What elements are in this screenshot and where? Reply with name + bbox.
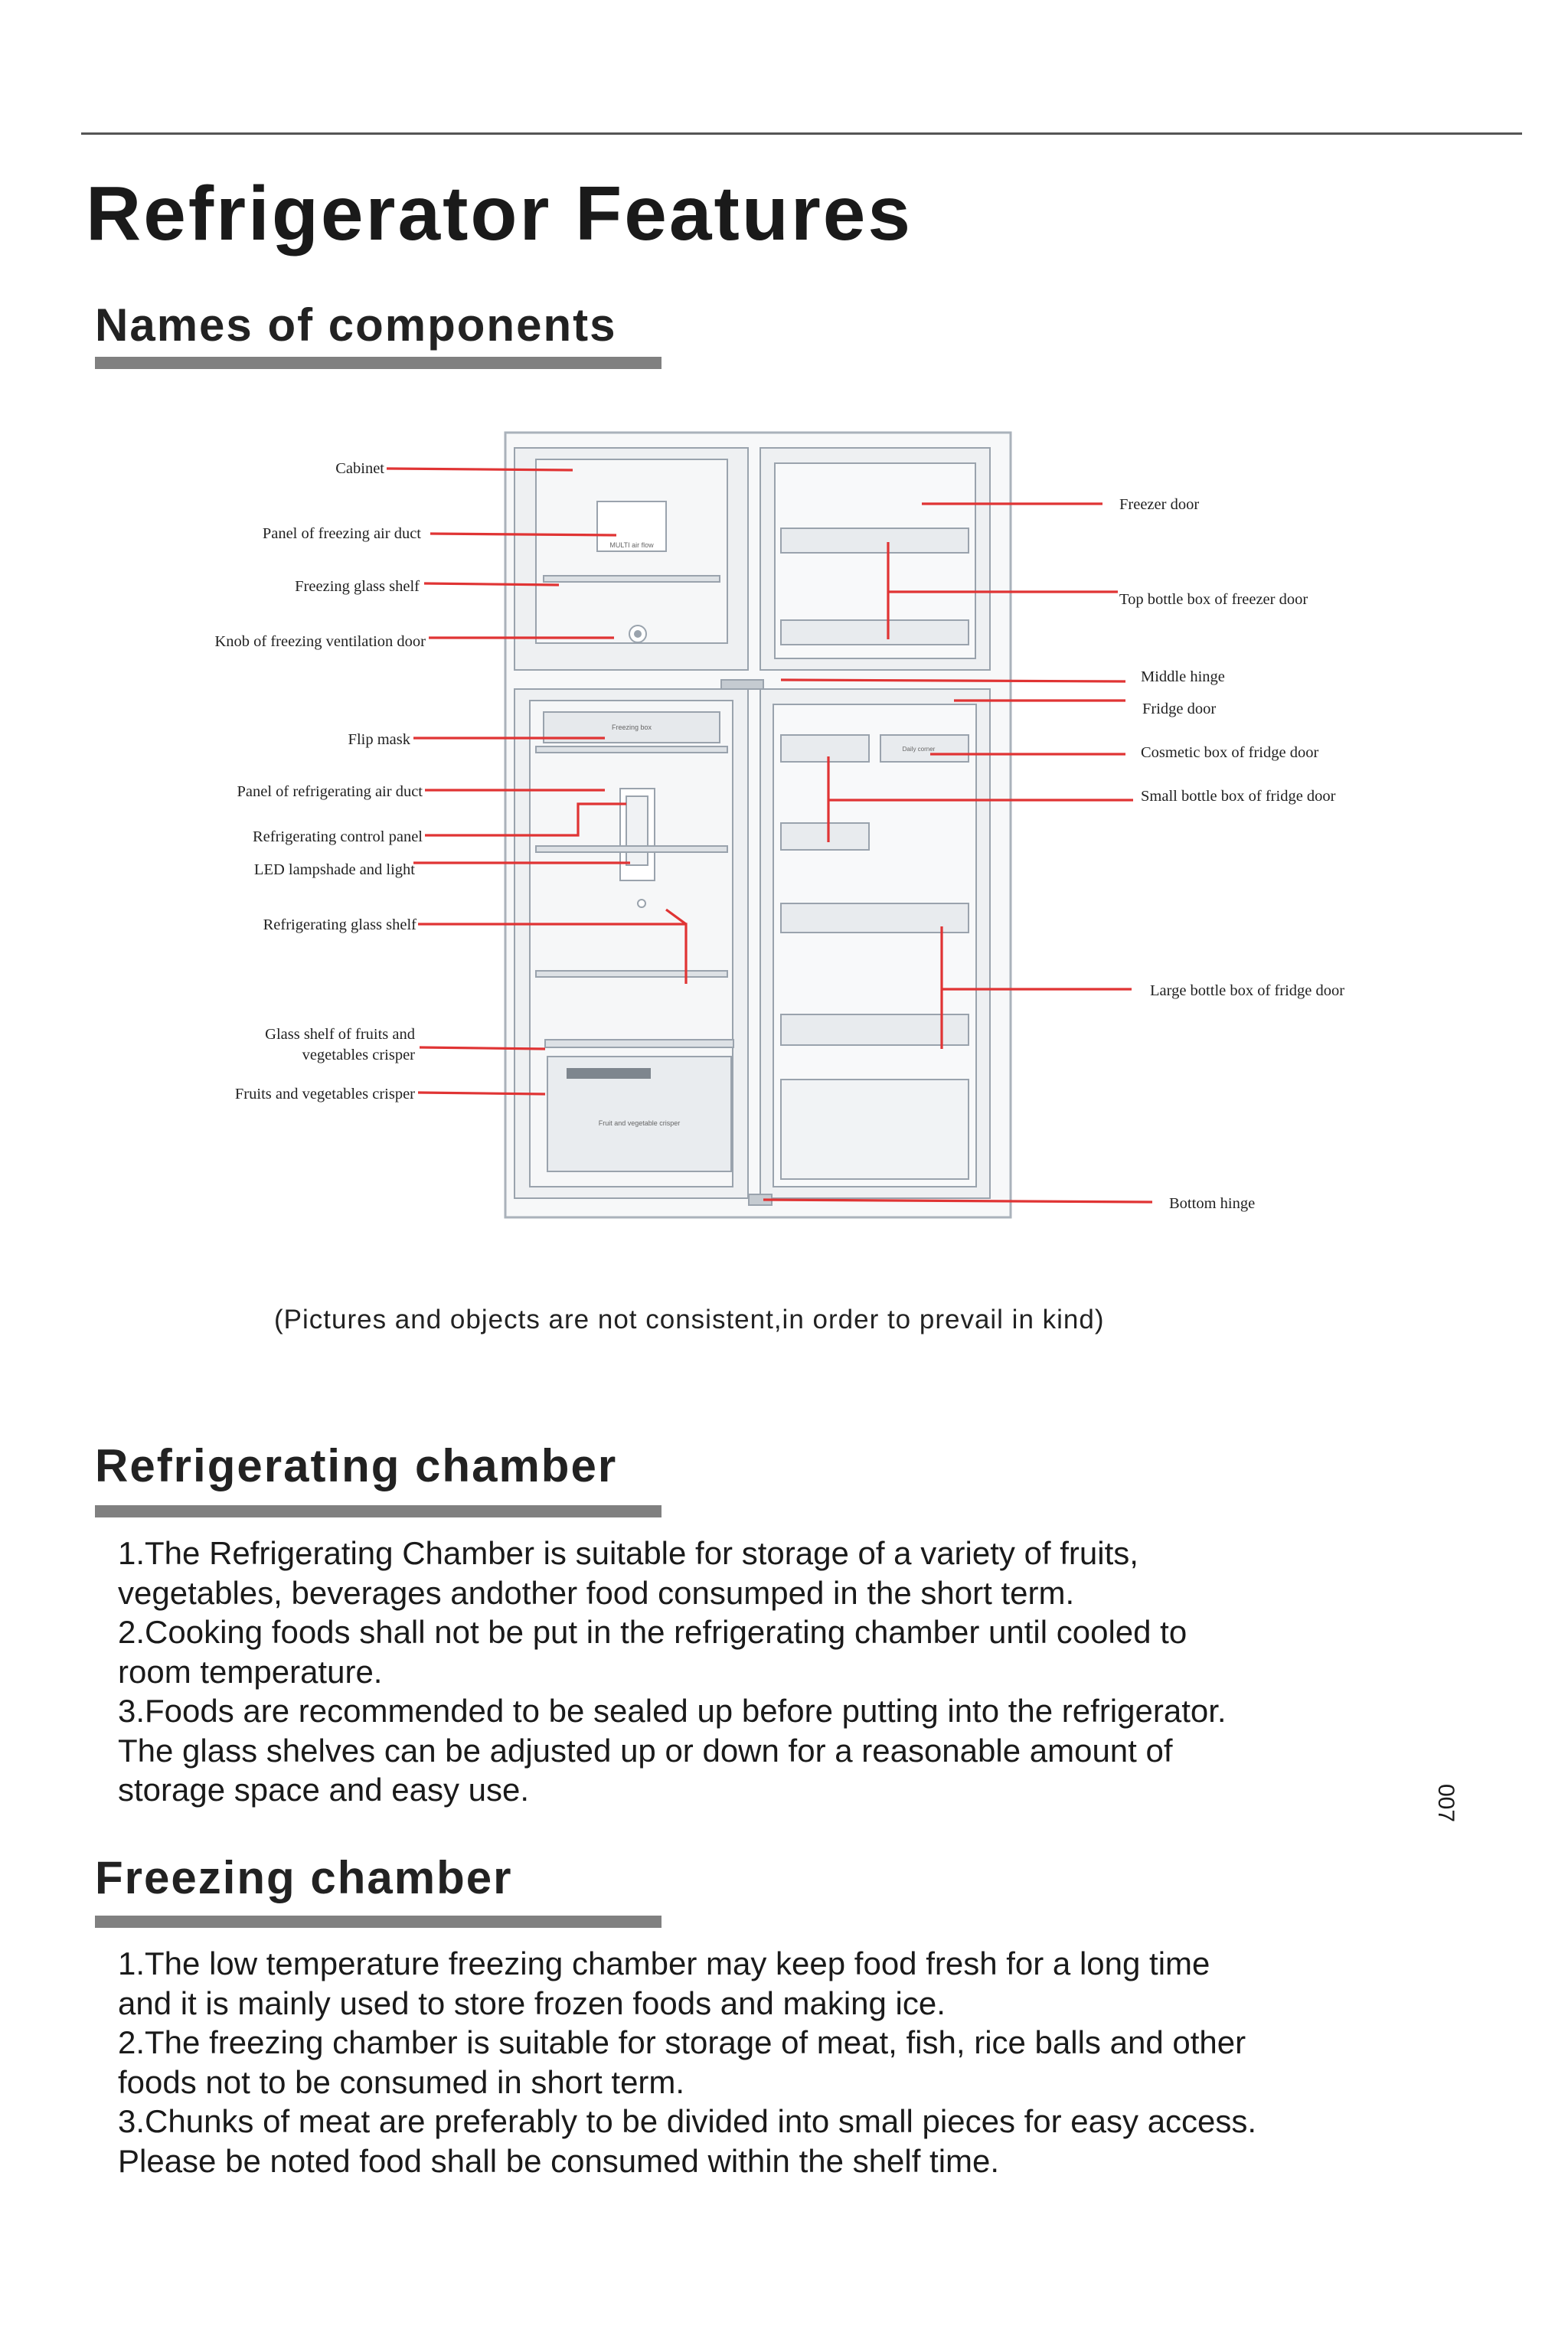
- label-freezer-door: Freezer door: [1119, 496, 1199, 513]
- fridge-door-large-box-1: [780, 903, 969, 933]
- freezer-panel-text: MULTI air flow: [609, 541, 654, 549]
- refrigerating-line: 1.The Refrigerating Chamber is suitable …: [118, 1535, 1138, 1571]
- leader-freezing-air-duct: [430, 532, 617, 537]
- label-middle-hinge: Middle hinge: [1141, 668, 1225, 685]
- freezer-door-bottle-box-top: [780, 528, 969, 554]
- middle-hinge-part: [720, 679, 764, 690]
- leader-crisper-glass-shelf: [419, 1046, 546, 1050]
- fridge-door-small-box-1: [780, 734, 870, 763]
- fridge-door-large-box-2: [780, 1014, 969, 1046]
- freezing-line: 3.Chunks of meat are preferably to be di…: [118, 2103, 1257, 2139]
- freezer-air-duct-panel: [596, 501, 667, 552]
- freezing-heading: Freezing chamber: [95, 1852, 513, 1903]
- fridge-diagram: MULTI air flow Freezing box Fruit and ve…: [214, 431, 1344, 1219]
- leader-middle-hinge: [780, 678, 1126, 683]
- label-led-lampshade: LED lampshade and light: [254, 861, 415, 878]
- refrigerating-line: storage space and easy use.: [118, 1772, 530, 1808]
- freezing-line: foods not to be consumed in short term.: [118, 2063, 685, 2100]
- refrigerating-line: room temperature.: [118, 1653, 383, 1690]
- refrigerating-text: 1.The Refrigerating Chamber is suitable …: [118, 1534, 1227, 1810]
- label-crisper: Fruits and vegetables crisper: [235, 1086, 415, 1102]
- page-number: 007: [1433, 1784, 1459, 1823]
- components-heading: Names of components: [95, 299, 617, 351]
- label-freezing-glass-shelf: Freezing glass shelf: [295, 578, 420, 595]
- leader-control-panel: [425, 802, 626, 837]
- label-top-bottle-box: Top bottle box of freezer door: [1119, 591, 1308, 608]
- label-cosmetic-box: Cosmetic box of fridge door: [1141, 744, 1318, 761]
- refrigerating-line: vegetables, beverages andother food cons…: [118, 1574, 1075, 1611]
- label-control-panel: Refrigerating control panel: [253, 828, 423, 845]
- crisper-text: Fruit and vegetable crisper: [599, 1119, 681, 1127]
- top-rule: [81, 132, 1522, 135]
- label-refrigerating-glass-shelf: Refrigerating glass shelf: [263, 916, 417, 933]
- refrigerating-line: 2.Cooking foods shall not be put in the …: [118, 1614, 1187, 1650]
- label-freezing-knob: Knob of freezing ventilation door: [214, 633, 426, 650]
- label-large-bottle-box: Large bottle box of fridge door: [1150, 982, 1344, 999]
- label-crisper-glass-shelf-line1: Glass shelf of fruits and: [265, 1026, 415, 1043]
- leader-freezing-glass-shelf: [423, 582, 560, 586]
- refrigerating-line: 3.Foods are recommended to be sealed up …: [118, 1693, 1227, 1729]
- leader-cabinet: [386, 467, 573, 472]
- labels-left: Cabinet Panel of freezing air duct Freez…: [214, 460, 426, 1102]
- leader-crisper: [417, 1091, 546, 1096]
- freezing-line: Please be noted food shall be consumed w…: [118, 2142, 1000, 2179]
- freezing-heading-bar: [95, 1916, 662, 1928]
- page-title: Refrigerator Features: [86, 171, 913, 256]
- refrigerating-heading-bar: [95, 1505, 662, 1517]
- label-flip-mask: Flip mask: [348, 731, 411, 748]
- freezer-door-bottle-box-bottom: [780, 619, 969, 645]
- label-bottom-hinge: Bottom hinge: [1169, 1195, 1255, 1212]
- freezing-glass-shelf: [543, 575, 720, 583]
- label-crisper-glass-shelf-line2: vegetables crisper: [302, 1047, 416, 1063]
- leader-bottom-hinge: [763, 1198, 1153, 1204]
- label-small-bottle-box: Small bottle box of fridge door: [1141, 788, 1336, 805]
- crisper-glass-shelf: [544, 1039, 734, 1048]
- flip-mask-text: Freezing box: [612, 724, 652, 731]
- label-refrigerating-air-duct: Panel of refrigerating air duct: [237, 783, 423, 800]
- refrigerating-heading: Refrigerating chamber: [95, 1440, 618, 1491]
- fridge-illustration: MULTI air flow Freezing box Fruit and ve…: [504, 431, 1012, 1219]
- label-cabinet: Cabinet: [335, 460, 384, 477]
- labels-right: Freezer door Top bottle box of freezer d…: [1119, 496, 1344, 1212]
- dairy-box-text: Daily corner: [903, 746, 936, 753]
- freezing-line: 1.The low temperature freezing chamber m…: [118, 1945, 1210, 1981]
- components-heading-bar: [95, 357, 662, 369]
- refrigerating-line: The glass shelves can be adjusted up or …: [118, 1732, 1173, 1769]
- freezing-line: and it is mainly used to store frozen fo…: [118, 1984, 946, 2021]
- fridge-door-small-box-2: [780, 822, 870, 851]
- refrigerating-glass-shelf-1: [535, 845, 728, 853]
- label-fridge-door: Fridge door: [1142, 701, 1216, 717]
- disclaimer-note: (Pictures and objects are not consistent…: [274, 1305, 1105, 1334]
- freezing-text: 1.The low temperature freezing chamber m…: [118, 1944, 1256, 2180]
- label-freezing-air-duct: Panel of freezing air duct: [263, 525, 421, 542]
- refrigerating-glass-shelf-2: [535, 970, 728, 978]
- freezing-line: 2.The freezing chamber is suitable for s…: [118, 2024, 1246, 2060]
- dairy-box: [880, 734, 969, 763]
- leader-lines: [386, 467, 1153, 1204]
